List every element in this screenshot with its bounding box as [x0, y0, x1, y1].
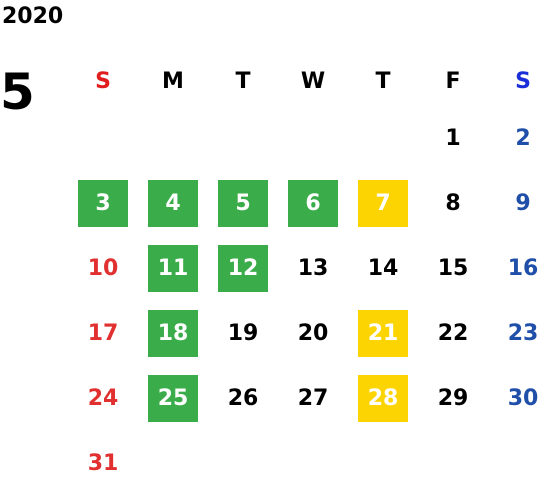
day-number[interactable]: 11: [148, 245, 198, 292]
day-number[interactable]: 16: [507, 256, 539, 281]
day-number[interactable]: 14: [367, 256, 399, 281]
day-number[interactable]: 18: [148, 310, 198, 357]
day-cell: 28: [348, 366, 418, 431]
day-number[interactable]: 9: [515, 191, 531, 216]
day-number[interactable]: 24: [87, 386, 119, 411]
day-cell: 8: [418, 171, 488, 236]
week-row: 31: [68, 431, 548, 496]
day-cell: 1: [418, 106, 488, 171]
day-cell: [418, 431, 488, 496]
day-number[interactable]: 3: [78, 180, 128, 227]
day-cell: 29: [418, 366, 488, 431]
month-label: 5: [0, 63, 35, 121]
day-cell: 25: [138, 366, 208, 431]
day-number[interactable]: 30: [507, 386, 539, 411]
day-number[interactable]: 12: [218, 245, 268, 292]
day-cell: 31: [68, 431, 138, 496]
day-number[interactable]: 6: [288, 180, 338, 227]
day-number[interactable]: 28: [358, 375, 408, 422]
day-cell: 27: [278, 366, 348, 431]
weekday-sunday: S: [95, 68, 111, 94]
day-number[interactable]: 5: [218, 180, 268, 227]
day-cell: [208, 431, 278, 496]
day-cell: 13: [278, 236, 348, 301]
day-cell: 22: [418, 301, 488, 366]
day-number[interactable]: 23: [507, 321, 539, 346]
day-cell: 16: [488, 236, 548, 301]
day-cell: 7: [348, 171, 418, 236]
day-number[interactable]: 29: [437, 386, 469, 411]
day-number[interactable]: 2: [515, 126, 531, 151]
day-cell: [348, 431, 418, 496]
day-cell: 10: [68, 236, 138, 301]
day-cell: [348, 106, 418, 171]
day-cell: 19: [208, 301, 278, 366]
week-row: 24 25 26 27 28 29 30: [68, 366, 548, 431]
day-cell: 14: [348, 236, 418, 301]
day-number[interactable]: 31: [87, 451, 119, 476]
day-number[interactable]: 13: [297, 256, 329, 281]
day-cell: [278, 106, 348, 171]
weekday-header-row: S M T W T F S: [68, 56, 548, 106]
day-cell: 15: [418, 236, 488, 301]
day-number[interactable]: 20: [297, 321, 329, 346]
day-cell: [68, 106, 138, 171]
week-row: 17 18 19 20 21 22 23: [68, 301, 548, 366]
day-number[interactable]: 22: [437, 321, 469, 346]
day-cell: 3: [68, 171, 138, 236]
day-cell: 21: [348, 301, 418, 366]
weekday-monday: M: [162, 68, 184, 94]
day-number[interactable]: 26: [227, 386, 259, 411]
year-label: 2020: [2, 4, 64, 29]
day-number[interactable]: 21: [358, 310, 408, 357]
day-cell: 2: [488, 106, 548, 171]
day-number[interactable]: 25: [148, 375, 198, 422]
day-number[interactable]: 8: [445, 191, 461, 216]
day-cell: 6: [278, 171, 348, 236]
weekday-saturday: S: [515, 68, 531, 94]
day-cell: 23: [488, 301, 548, 366]
day-number[interactable]: 27: [297, 386, 329, 411]
day-number[interactable]: 17: [87, 321, 119, 346]
day-cell: 26: [208, 366, 278, 431]
day-cell: [278, 431, 348, 496]
day-cell: [488, 431, 548, 496]
day-number[interactable]: 1: [445, 126, 461, 151]
day-cell: 20: [278, 301, 348, 366]
day-cell: 24: [68, 366, 138, 431]
day-cell: 18: [138, 301, 208, 366]
weekday-tuesday: T: [235, 68, 251, 94]
day-cell: 4: [138, 171, 208, 236]
day-cell: [138, 106, 208, 171]
day-cell: [138, 431, 208, 496]
week-row: 10 11 12 13 14 15 16: [68, 236, 548, 301]
weekday-friday: F: [445, 68, 461, 94]
day-cell: 12: [208, 236, 278, 301]
day-cell: 5: [208, 171, 278, 236]
day-number[interactable]: 7: [358, 180, 408, 227]
day-cell: [208, 106, 278, 171]
day-number[interactable]: 15: [437, 256, 469, 281]
day-cell: 30: [488, 366, 548, 431]
weekday-wednesday: W: [300, 68, 326, 94]
day-number[interactable]: 4: [148, 180, 198, 227]
day-cell: 17: [68, 301, 138, 366]
day-cell: 9: [488, 171, 548, 236]
day-number[interactable]: 10: [87, 256, 119, 281]
weekday-thursday: T: [375, 68, 391, 94]
day-cell: 11: [138, 236, 208, 301]
day-number[interactable]: 19: [227, 321, 259, 346]
